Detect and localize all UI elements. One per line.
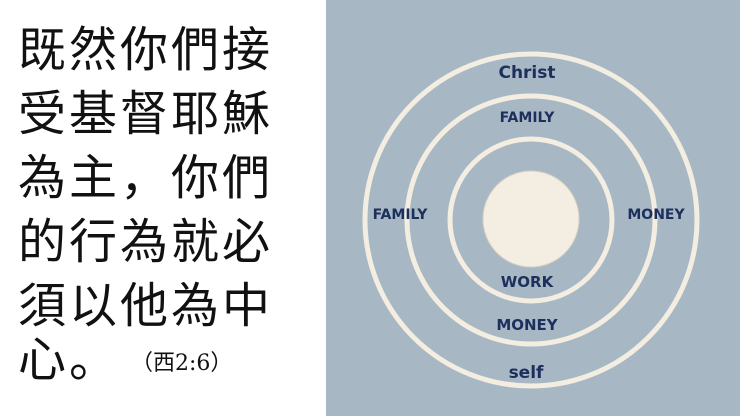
verse-last-line: 心。 <box>18 332 121 388</box>
center-circle <box>482 170 580 268</box>
verse-line-1: 既然你們接 <box>18 22 274 78</box>
verse-reference: （西2:6） <box>142 351 233 376</box>
verse-line-5: 須以他為中 <box>18 278 274 334</box>
label-family-left: FAMILY <box>373 207 429 223</box>
verse-line-3: 為主，你們 <box>18 150 274 206</box>
middle-ring <box>404 93 658 347</box>
label-self: self <box>509 363 544 383</box>
verse-line-6: 心。 （西2:6） <box>18 332 232 392</box>
inner-ring <box>447 136 615 304</box>
label-family-middle: FAMILY <box>500 110 556 126</box>
verse-line-2: 受基督耶穌 <box>18 86 274 142</box>
label-work: WORK <box>501 273 555 291</box>
verse-line-4: 的行為就必 <box>18 214 274 270</box>
label-money-middle: MONEY <box>496 316 558 334</box>
verse-panel: 既然你們接 受基督耶穌 為主，你們 的行為就必 須以他為中 心。 （西2:6） <box>0 0 326 416</box>
label-money-right: MONEY <box>627 207 685 223</box>
label-christ: Christ <box>498 63 555 83</box>
concentric-circles-diagram: Christ FAMILY FAMILY MONEY WORK MONEY se… <box>326 0 740 416</box>
outer-ring <box>362 51 700 389</box>
diagram-svg: Christ FAMILY FAMILY MONEY WORK MONEY se… <box>362 51 700 389</box>
